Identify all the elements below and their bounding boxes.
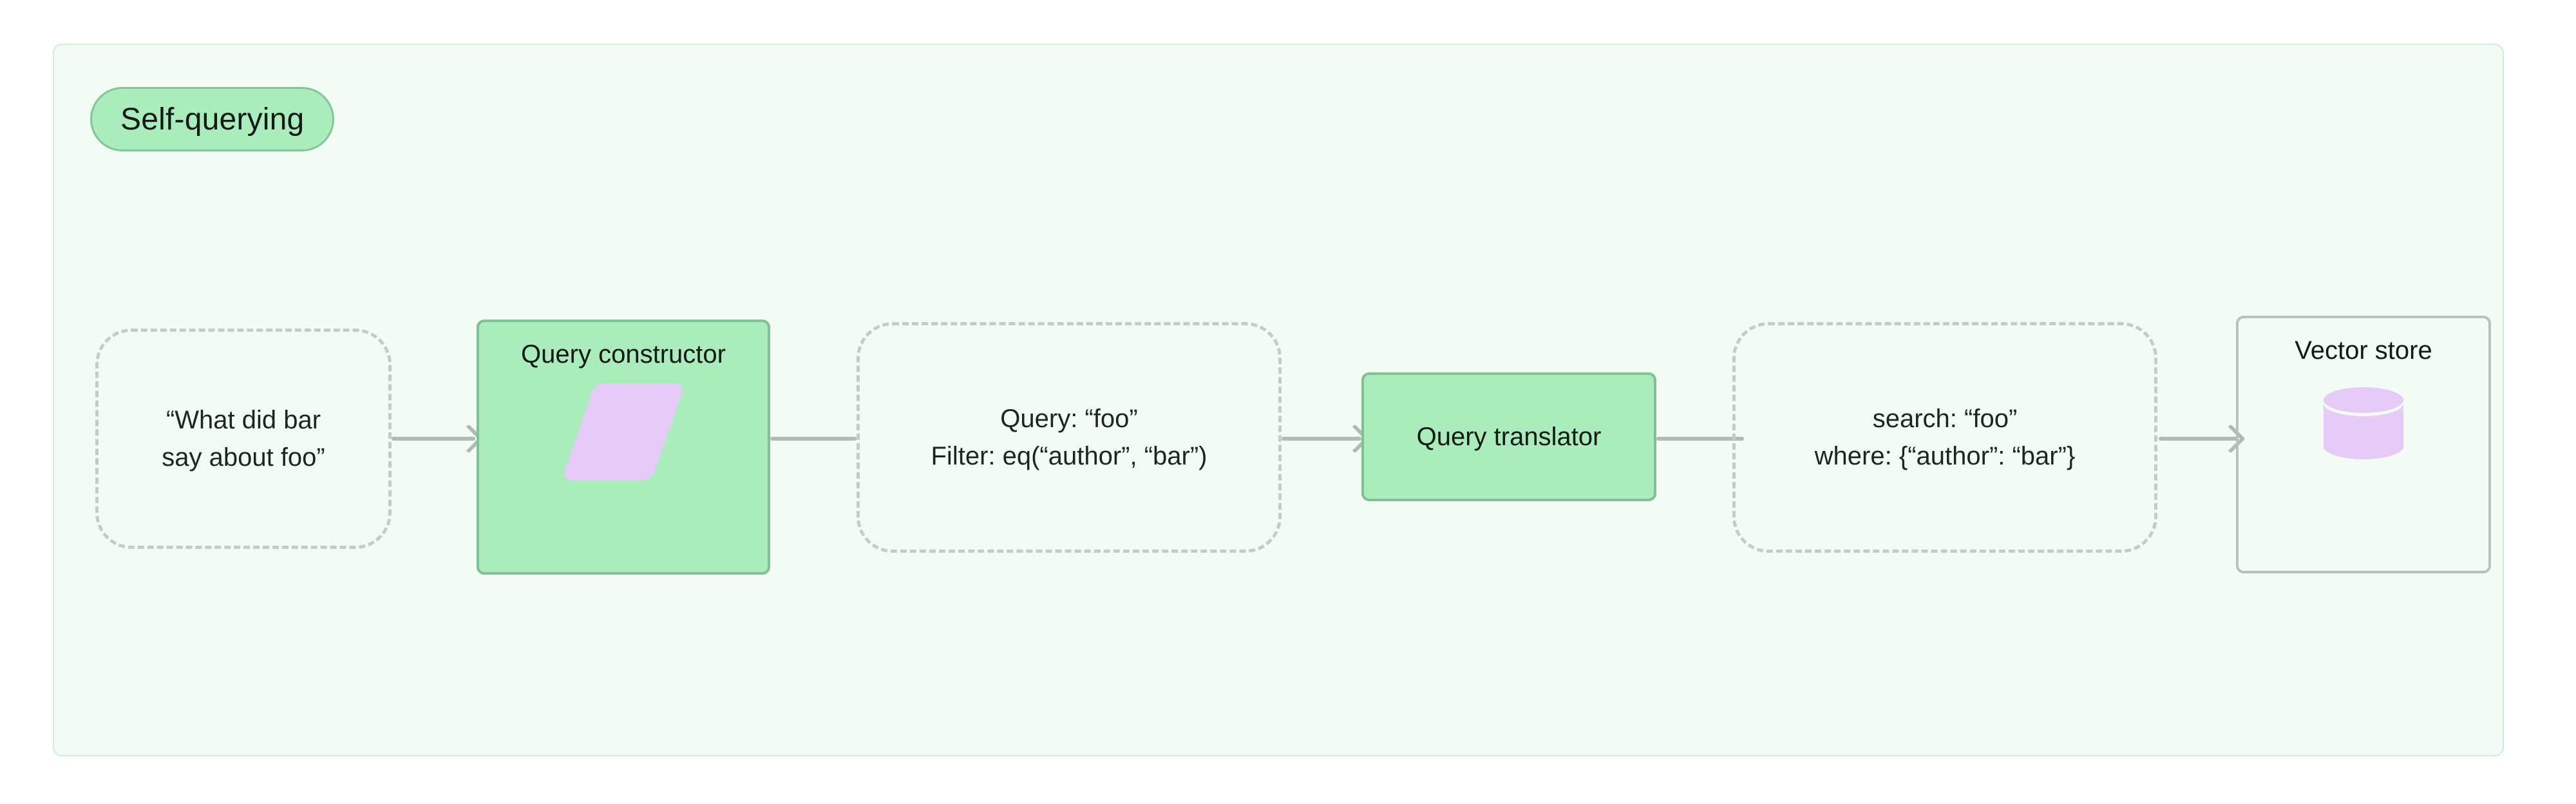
edge-structured-query-to-query-translator xyxy=(1282,424,1370,454)
node-user-question-line-2: say about foo” xyxy=(162,443,325,472)
node-native-query-line-2: where: {“author”: “bar”} xyxy=(1814,442,2076,470)
edge-query-translator-to-native-query xyxy=(1656,437,1744,441)
node-structured-query: Query: “foo” Filter: eq(“author”, “bar”) xyxy=(857,322,1282,553)
node-user-question: “What did bar say about foo” xyxy=(95,329,392,549)
node-query-constructor[interactable]: Query constructor xyxy=(477,320,770,575)
node-structured-query-line-2: Filter: eq(“author”, “bar”) xyxy=(931,442,1208,470)
node-structured-query-line-1: Query: “foo” xyxy=(1000,405,1138,433)
cylinder-top xyxy=(2324,387,2403,413)
node-vector-store-label: Vector store xyxy=(2295,336,2432,365)
subgraph-title-self-querying: Self-querying xyxy=(90,87,335,151)
edge-query-constructor-to-structured-query xyxy=(770,437,857,441)
node-query-translator-label: Query translator xyxy=(1416,422,1602,451)
node-query-constructor-label: Query constructor xyxy=(521,340,726,368)
edge-native-query-to-vector-store xyxy=(2159,424,2246,454)
node-vector-store[interactable]: Vector store xyxy=(2236,316,2491,573)
node-query-translator[interactable]: Query translator xyxy=(1361,372,1656,501)
database-cylinder-icon xyxy=(2324,387,2403,459)
node-native-query: search: “foo” where: {“author”: “bar”} xyxy=(1732,322,2157,553)
node-user-question-line-1: “What did bar xyxy=(166,406,321,434)
edge-user-question-to-query-constructor xyxy=(392,424,484,454)
llm-parallelogram-icon xyxy=(562,383,685,480)
node-native-query-line-1: search: “foo” xyxy=(1872,405,2018,433)
